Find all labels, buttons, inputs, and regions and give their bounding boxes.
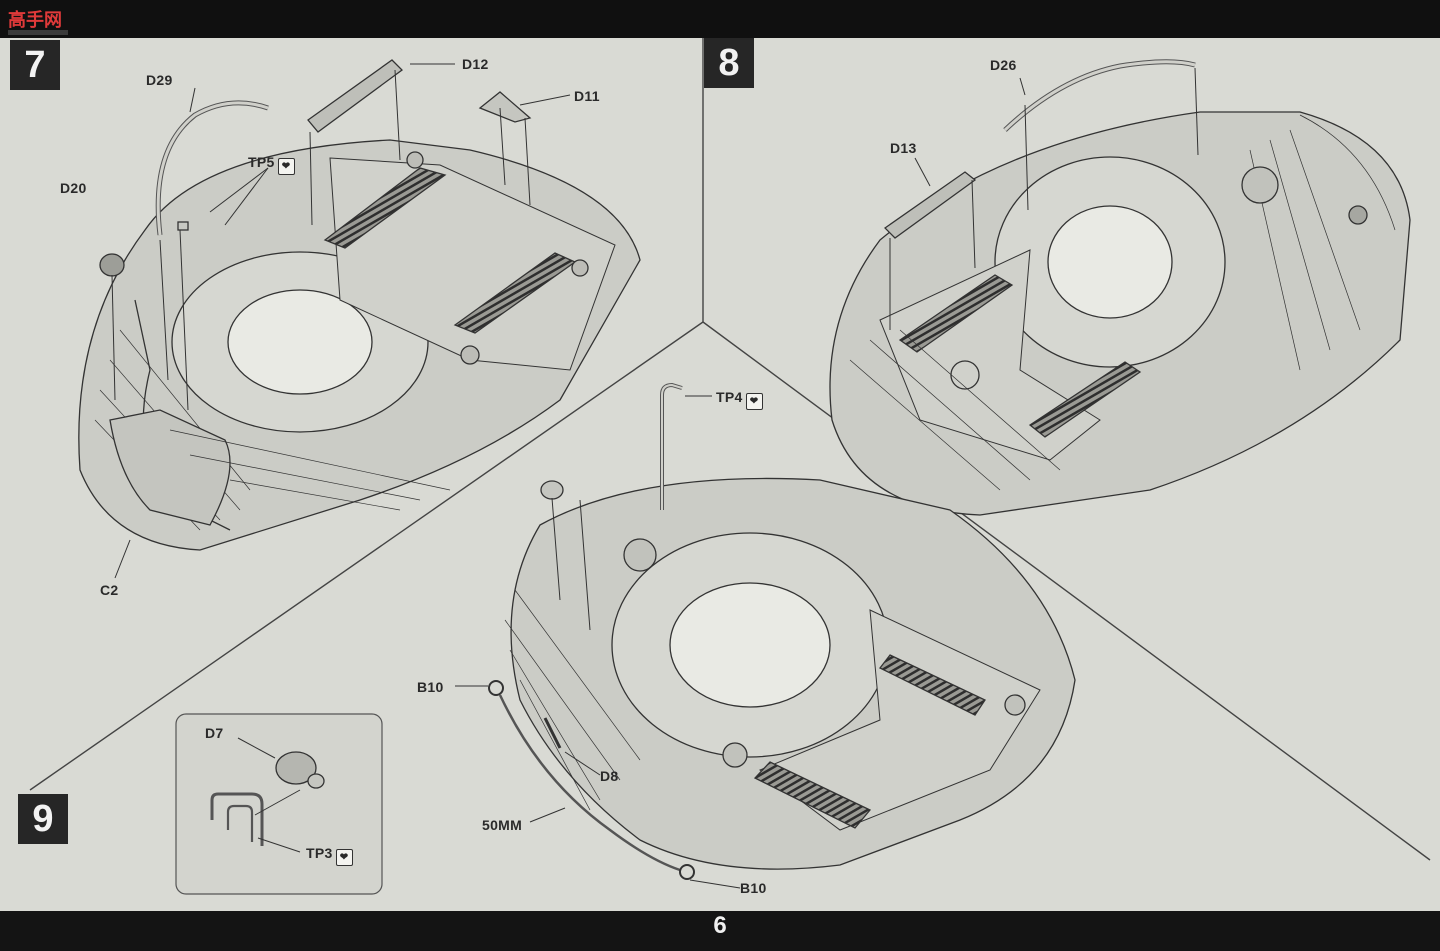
- part-label-d20: D20: [60, 180, 87, 196]
- part-label-b10-bottom: B10: [740, 880, 767, 896]
- part-label-d26: D26: [990, 57, 1017, 73]
- part-label-tp3-text: TP3: [306, 845, 333, 861]
- step8-hull: [829, 111, 1411, 516]
- step9-parts: [488, 382, 695, 880]
- step7-leaders: [111, 63, 571, 579]
- part-label-d13: D13: [890, 140, 917, 156]
- glue-icon: ❤: [335, 849, 353, 866]
- detail-box: [175, 713, 383, 895]
- part-label-tp5-text: TP5: [248, 154, 275, 170]
- glue-icon: ❤: [745, 393, 763, 410]
- part-label-d11: D11: [574, 88, 600, 104]
- footer-band: [0, 911, 1440, 951]
- section-dividers: [29, 38, 1431, 861]
- page-number: 6: [713, 912, 727, 939]
- part-label-tp5: TP5❤: [248, 154, 295, 175]
- part-label-d7: D7: [205, 725, 224, 741]
- part-label-d8: D8: [600, 768, 619, 784]
- step-number-8: 8: [704, 38, 754, 88]
- part-label-d29: D29: [146, 72, 173, 88]
- part-label-cable-length: 50MM: [482, 817, 523, 833]
- step7-parts: [99, 59, 532, 277]
- step-number-9: 9: [18, 794, 68, 844]
- step8-leaders: [889, 67, 1199, 330]
- step9-leaders: [455, 395, 741, 889]
- part-label-tp4: TP4❤: [716, 389, 763, 410]
- top-band: [0, 0, 1440, 38]
- part-label-tp4-text: TP4: [716, 389, 743, 405]
- svg-text:高手网: 高手网: [8, 9, 62, 31]
- watermark-logo: 高手网: [8, 9, 68, 35]
- step9-hull: [504, 477, 1076, 870]
- step8-parts: [883, 59, 1196, 239]
- step-number-7: 7: [10, 40, 60, 90]
- part-label-b10-top: B10: [417, 679, 444, 695]
- watermark: 高手网: [6, 4, 70, 38]
- part-label-d12: D12: [462, 56, 489, 72]
- part-label-tp3: TP3❤: [306, 845, 353, 866]
- part-label-c2: C2: [100, 582, 119, 598]
- glue-icon: ❤: [277, 158, 295, 175]
- step7-hull: [78, 139, 641, 551]
